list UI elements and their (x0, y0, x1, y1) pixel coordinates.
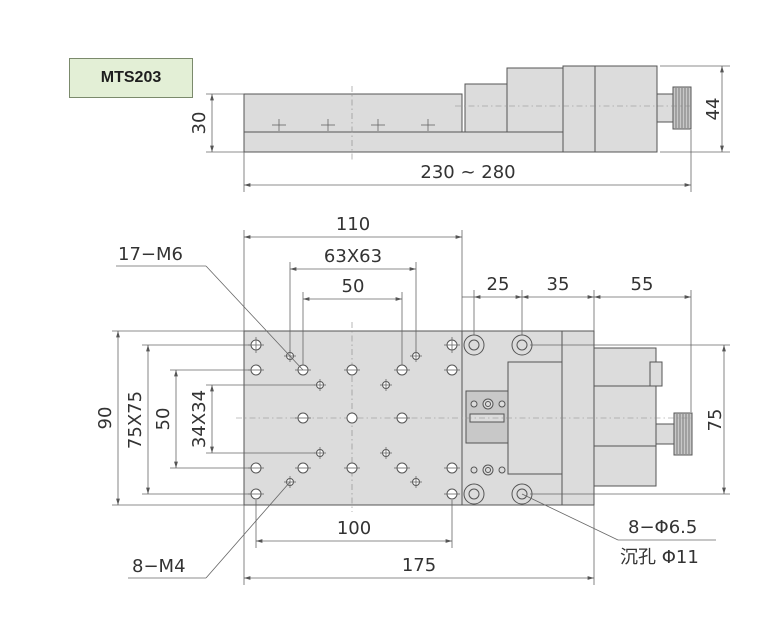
dim-width-110: 110 (243, 214, 463, 331)
side-screw-marks (272, 119, 435, 131)
side-motor-body (594, 65, 658, 153)
dim-110-label: 110 (336, 214, 370, 235)
dim-75-right-label: 75 (705, 409, 726, 432)
dim-height-44: 44 (660, 65, 730, 153)
top-view: 110 63X63 50 17−M6 (95, 214, 730, 585)
label-counterbore-phi11: 沉孔 Φ11 (620, 547, 699, 568)
side-mount-plate (562, 65, 596, 153)
dim-width-100: 100 (255, 500, 453, 548)
model-label: MTS203 (100, 69, 162, 86)
side-motor-shaft (656, 93, 674, 123)
dim-55-label: 55 (631, 274, 654, 295)
leader-17-m6: 17−M6 (116, 244, 304, 371)
dim-50-top-label: 50 (342, 276, 365, 297)
dim-height-30: 30 (189, 93, 244, 153)
dim-100-label: 100 (337, 518, 371, 539)
model-badge: MTS203 (69, 58, 193, 98)
side-base (243, 131, 565, 153)
dim-width-175: 175 (243, 505, 595, 585)
label-17-m6: 17−M6 (118, 244, 183, 265)
side-table (243, 93, 463, 133)
dim-rail-offsets: 25 35 55 (462, 274, 692, 412)
dim-pitch-34x34: 34X34 (189, 384, 315, 454)
dim-pitch-75x75: 75X75 (125, 344, 250, 495)
side-knob-knurl (675, 88, 689, 128)
label-8-phi6-5: 8−Φ6.5 (628, 517, 697, 538)
dim-34x34-label: 34X34 (189, 390, 210, 448)
dim-44-label: 44 (703, 98, 724, 121)
label-8-m4: 8−M4 (132, 556, 186, 577)
dim-50-left-label: 50 (153, 408, 174, 431)
dim-height-50-left: 50 (153, 369, 250, 469)
side-motor-flange (506, 67, 564, 133)
dim-90-label: 90 (95, 407, 116, 430)
side-carriage-block (464, 83, 508, 133)
dim-175-label: 175 (402, 555, 436, 576)
leader-8-phi6-5: 8−Φ6.5 沉孔 Φ11 (521, 493, 716, 568)
top-motor-flange (593, 385, 657, 447)
dim-height-90: 90 (95, 330, 244, 506)
dim-30-label: 30 (189, 112, 210, 135)
dim-25-label: 25 (487, 274, 510, 295)
top-motor-shaft (655, 423, 675, 445)
dim-63x63-label: 63X63 (324, 246, 382, 267)
dim-230-280-label: 230 ~ 280 (420, 162, 515, 183)
dim-length-range: 230 ~ 280 (243, 130, 692, 192)
leader-8-m4: 8−M4 (128, 481, 291, 579)
dim-pitch-63x63: 63X63 (289, 246, 417, 352)
top-knob-knurl (676, 414, 690, 454)
side-view: 30 44 230 ~ 280 (189, 65, 730, 192)
m6-hole-crosses (248, 337, 460, 495)
dim-height-75-right: 75 (530, 344, 730, 495)
dim-75x75-label: 75X75 (125, 391, 146, 449)
dim-35-label: 35 (547, 274, 570, 295)
dim-width-50-top: 50 (302, 276, 403, 365)
top-motor-connector (649, 361, 663, 387)
